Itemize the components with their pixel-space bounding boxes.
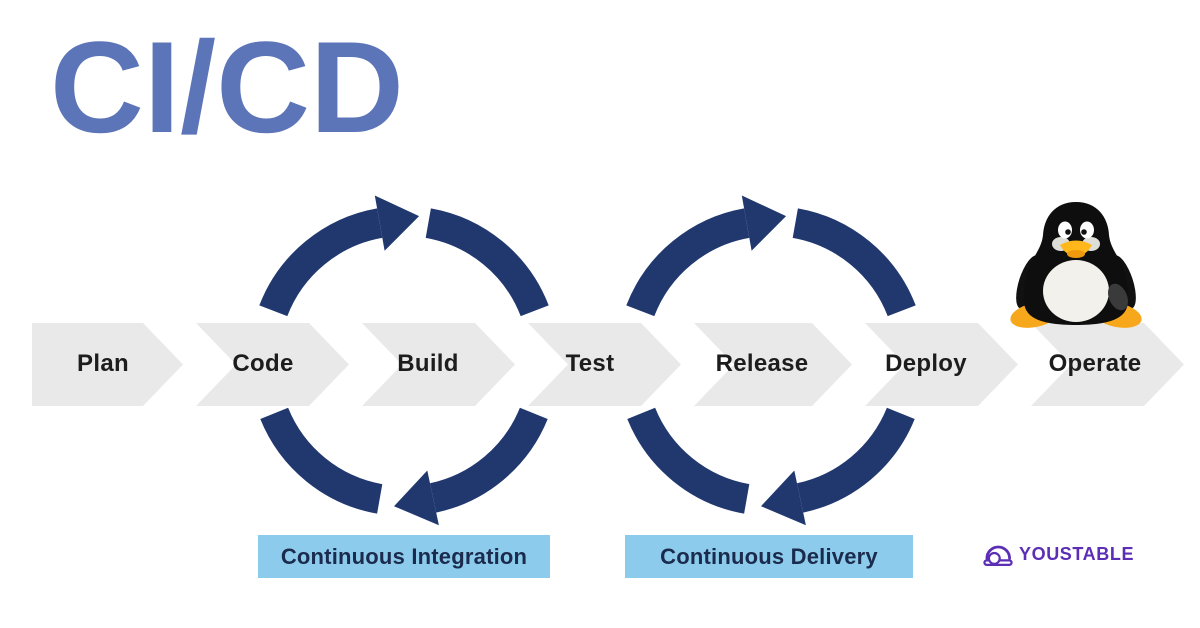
brand-logo: YOUSTABLE [982,539,1134,569]
pipeline-chevron [1031,323,1184,406]
pipeline-chevron [694,323,852,406]
pipeline-chevron [362,323,515,406]
pipeline-chevron [865,323,1018,406]
circular-arrows-icon-integration [259,195,549,526]
pipeline-chevron [528,323,681,406]
page-title: CI/CD [50,14,404,160]
pipeline-chevron [196,323,349,406]
tux-penguin-icon [1010,202,1142,328]
pipeline-chevron [32,323,183,406]
stage-label-deploy: Deploy [885,350,967,377]
continuous-delivery-label: Continuous Delivery [625,535,913,578]
astronaut-helmet-icon [983,545,1013,566]
stage-label-test: Test [565,350,615,377]
circular-arrows-icon-delivery [626,195,916,526]
pipeline-band [32,323,1184,406]
stage-label-release: Release [715,350,809,377]
stage-label-code: Code [232,350,294,377]
stage-label-build: Build [397,350,459,377]
stage-label-plan: Plan [77,350,129,377]
stage-label-operate: Operate [1048,350,1142,377]
brand-name: YOUSTABLE [1019,543,1135,564]
continuous-integration-label: Continuous Integration [258,535,550,578]
